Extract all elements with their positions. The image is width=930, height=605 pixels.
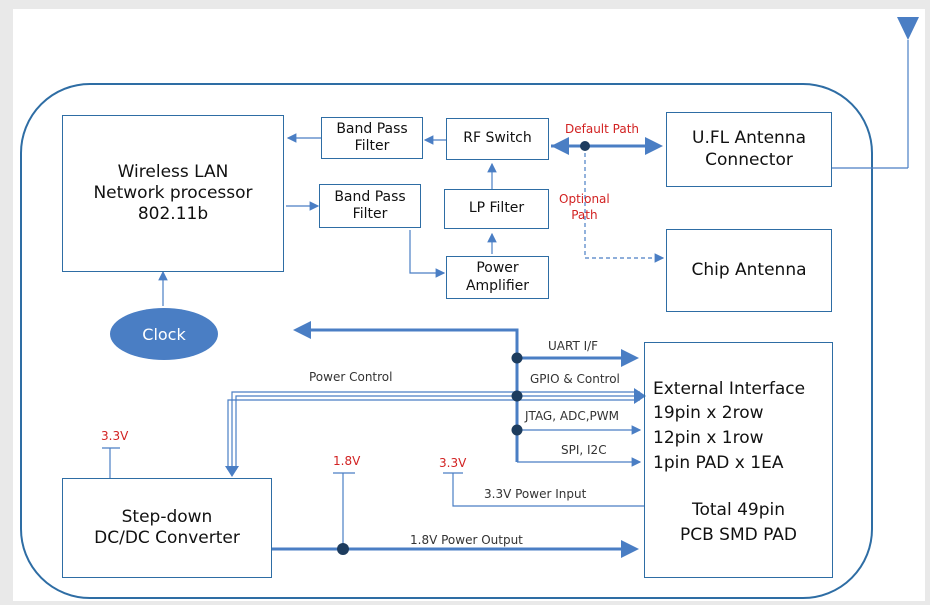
- external-interface-block: External Interface 19pin x 2row 12pin x …: [644, 342, 833, 578]
- antenna-icon: [897, 17, 919, 40]
- clock-block: Clock: [110, 308, 218, 360]
- ext-total-1: Total 49pin: [691, 500, 786, 520]
- module-outline: [20, 83, 873, 599]
- lp-filter-block: LP Filter: [444, 189, 549, 229]
- power-output-label: 1.8V Power Output: [410, 533, 523, 547]
- band-pass-filter-1: Band Pass Filter: [321, 117, 423, 159]
- data-bus-line: [293, 321, 519, 462]
- power-control-line: [227, 391, 640, 470]
- wlan-processor-block: Wireless LAN Network processor 802.11b: [62, 115, 284, 272]
- chip-antenna-block: Chip Antenna: [666, 229, 832, 312]
- spi-label: SPI, I2C: [561, 443, 607, 457]
- default-path-label: Default Path: [565, 122, 640, 136]
- power-input-label: 3.3V Power Input: [484, 487, 587, 501]
- gpio-label: GPIO & Control: [530, 372, 620, 386]
- ext-total-2: PCB SMD PAD: [679, 525, 798, 545]
- power-control-label: Power Control: [309, 370, 393, 384]
- optional-path-label: Optional Path: [559, 192, 610, 222]
- band-pass-filter-2: Band Pass Filter: [319, 184, 421, 228]
- ext-line-1: 19pin x 2row: [653, 403, 764, 423]
- voltage-1v8: 1.8V: [333, 454, 361, 468]
- rf-switch-block: RF Switch: [446, 118, 549, 160]
- ext-line-3: 1pin PAD x 1EA: [653, 453, 784, 473]
- ufl-antenna-connector: U.FL Antenna Connector: [666, 112, 832, 187]
- jtag-label: JTAG, ADC,PWM: [525, 409, 619, 423]
- voltage-3v3-left: 3.3V: [101, 429, 129, 443]
- power-amplifier-block: Power Amplifier: [446, 256, 549, 299]
- stepdown-converter-block: Step-down DC/DC Converter: [62, 478, 272, 578]
- uart-label: UART I/F: [548, 339, 599, 353]
- ext-title: External Interface: [653, 379, 806, 399]
- voltage-3v3-mid: 3.3V: [439, 456, 467, 470]
- ext-line-2: 12pin x 1row: [653, 428, 764, 448]
- optional-path-line: [584, 146, 665, 263]
